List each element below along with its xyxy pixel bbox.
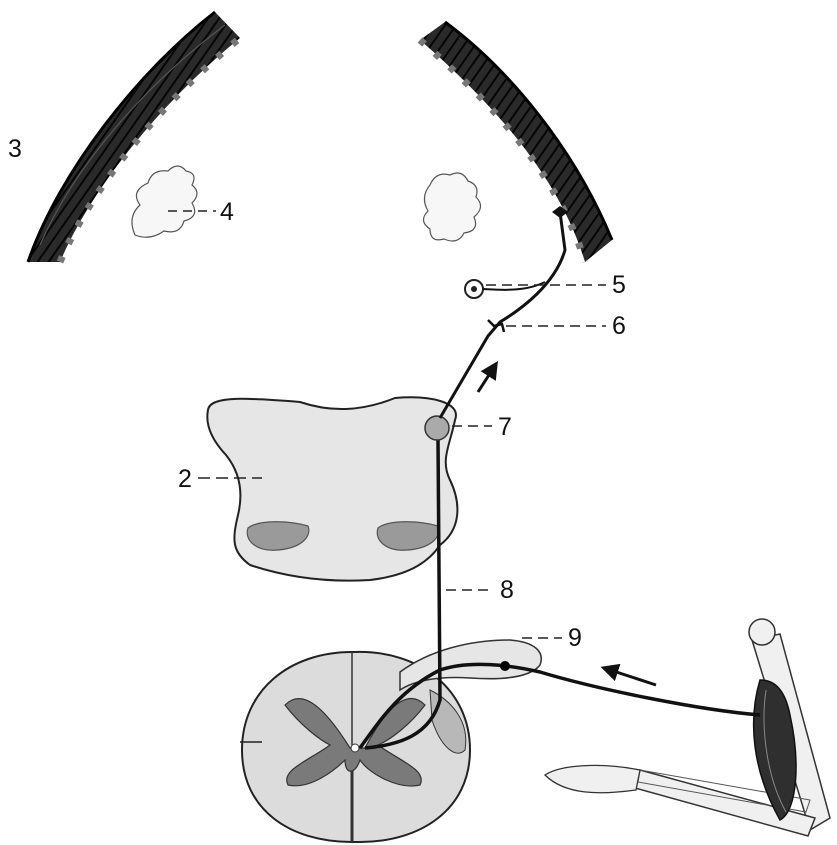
nucleus-circle bbox=[425, 416, 449, 440]
left-dentate-nucleus bbox=[132, 166, 197, 237]
peduncle-fiber bbox=[440, 212, 565, 418]
afferent-arrow bbox=[604, 668, 656, 685]
label-9: 9 bbox=[568, 624, 582, 652]
ganglion-cell-body bbox=[500, 661, 510, 671]
ascending-arrow bbox=[478, 364, 496, 392]
label-2: 2 bbox=[178, 465, 192, 493]
label-5: 5 bbox=[612, 271, 626, 299]
label-3: 3 bbox=[8, 135, 22, 163]
right-dentate-nucleus bbox=[423, 173, 480, 241]
label-4: 4 bbox=[220, 198, 234, 226]
label-6: 6 bbox=[612, 312, 626, 340]
arm-illustration bbox=[545, 619, 830, 836]
spinal-cord-section bbox=[242, 652, 470, 842]
label-8: 8 bbox=[500, 576, 514, 604]
brainstem-section bbox=[207, 397, 457, 580]
label-7: 7 bbox=[498, 413, 512, 441]
